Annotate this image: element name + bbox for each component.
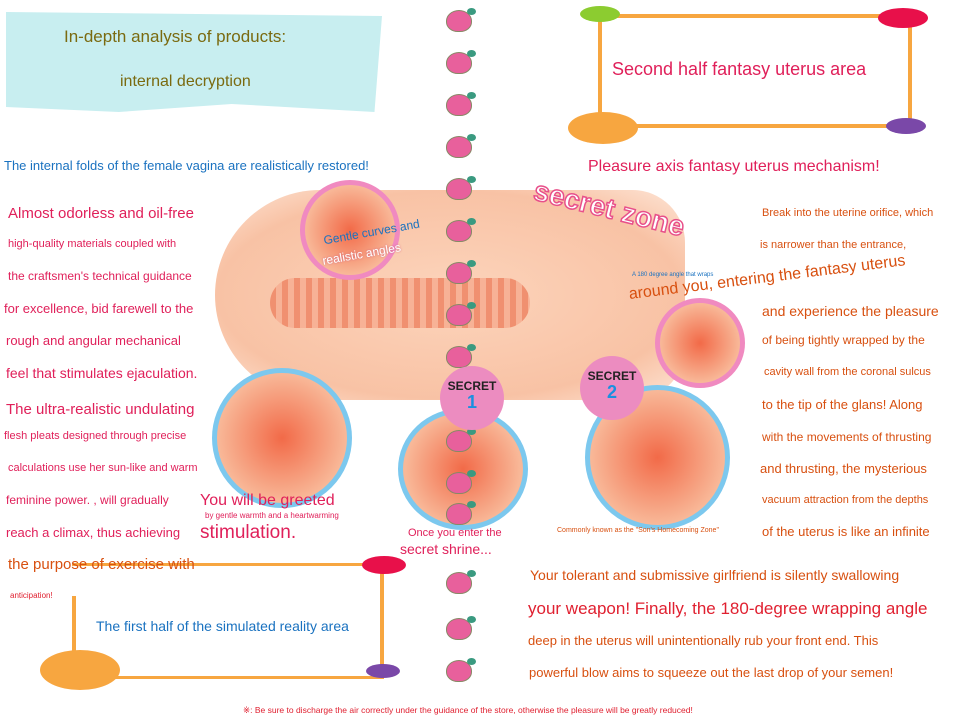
footer-note: ※: Be sure to discharge the air correctl… bbox=[243, 705, 693, 715]
purple-splat-bottom bbox=[366, 664, 400, 678]
strawberry-icon bbox=[446, 260, 476, 284]
strawberry-icon bbox=[446, 176, 476, 200]
text-line: Almost odorless and oil-free bbox=[8, 205, 194, 222]
right-area-title: Second half fantasy uterus area bbox=[612, 59, 867, 79]
strawberry-icon bbox=[446, 218, 476, 242]
strawberry-icon bbox=[446, 134, 476, 158]
text-line: to the tip of the glans! Along bbox=[762, 397, 923, 412]
product-channel bbox=[270, 278, 530, 328]
text-line: the craftsmen's technical guidance bbox=[8, 269, 192, 283]
detail-circle-1 bbox=[212, 368, 352, 508]
text-line: Break into the uterine orifice, which bbox=[762, 207, 934, 219]
orange-splat bbox=[568, 112, 638, 144]
greeted: You will be greeted bbox=[200, 492, 335, 509]
enter-1: Once you enter the bbox=[408, 527, 502, 539]
text-line: rough and angular mechanical bbox=[6, 333, 181, 348]
text-line: of being tightly wrapped by the bbox=[762, 333, 925, 347]
text-line: feel that stimulates ejaculation. bbox=[6, 365, 198, 381]
homecoming: Commonly known as the "Son's Homecoming … bbox=[557, 527, 719, 534]
text-line: flesh pleats designed through precise bbox=[4, 430, 187, 442]
text-line: anticipation! bbox=[10, 591, 53, 600]
red-splat-bottom bbox=[362, 556, 406, 574]
bottom-left-title: The first half of the simulated reality … bbox=[96, 618, 349, 634]
text-line: and experience the pleasure bbox=[762, 303, 939, 319]
text-line: vacuum attraction from the depths bbox=[762, 494, 929, 506]
enter-2: secret shrine... bbox=[400, 541, 492, 557]
orange-splat-bottom bbox=[40, 650, 120, 690]
text-line: your weapon! Finally, the 180-degree wra… bbox=[528, 599, 928, 618]
text-line: is narrower than the entrance, bbox=[760, 239, 907, 251]
strawberry-icon bbox=[446, 501, 476, 525]
text-line: of the uterus is like an infinite bbox=[762, 524, 930, 539]
strawberry-icon bbox=[446, 570, 476, 594]
strawberry-icon bbox=[446, 302, 476, 326]
intro-right: Pleasure axis fantasy uterus mechanism! bbox=[588, 158, 880, 175]
text-line: for excellence, bid farewell to the bbox=[4, 301, 194, 316]
strawberry-icon bbox=[446, 50, 476, 74]
red-splat bbox=[878, 8, 928, 28]
green-splat bbox=[580, 6, 620, 22]
text-line: high-quality materials coupled with bbox=[8, 238, 177, 250]
strawberry-icon bbox=[446, 428, 476, 452]
text-line: deep in the uterus will unintentionally … bbox=[528, 633, 879, 648]
header-subtitle: internal decryption bbox=[120, 73, 251, 90]
text-line: calculations use her sun-like and warm bbox=[8, 462, 198, 474]
text-line: powerful blow aims to squeeze out the la… bbox=[529, 665, 894, 680]
text-line: reach a climax, thus achieving bbox=[6, 525, 181, 540]
text-line: feminine power. , will gradually bbox=[6, 493, 169, 507]
top-right-frame-right bbox=[908, 14, 912, 128]
purple-splat bbox=[886, 118, 926, 134]
header-banner bbox=[6, 12, 382, 112]
strawberry-icon bbox=[446, 470, 476, 494]
greeted-small: by gentle warmth and a heartwarming bbox=[205, 511, 339, 520]
detail-circle-top bbox=[300, 180, 400, 280]
bottom-left-frame bbox=[72, 563, 384, 679]
text-line: the purpose of exercise with bbox=[8, 556, 195, 573]
header-title: In-depth analysis of products: bbox=[64, 27, 287, 46]
text-line: and thrusting, the mysterious bbox=[760, 461, 927, 476]
text-line: cavity wall from the coronal sulcus bbox=[764, 366, 931, 378]
stimulation: stimulation. bbox=[200, 522, 297, 543]
detail-circle-right bbox=[655, 298, 745, 388]
strawberry-icon bbox=[446, 344, 476, 368]
strawberry-icon bbox=[446, 92, 476, 116]
bottom-left-frame-left bbox=[72, 596, 76, 676]
intro-left: The internal folds of the female vagina … bbox=[4, 158, 369, 173]
top-right-frame-bottom bbox=[600, 124, 910, 128]
text-line: Your tolerant and submissive girlfriend … bbox=[530, 567, 900, 583]
text-line: with the movements of thrusting bbox=[762, 430, 932, 444]
strawberry-icon bbox=[446, 8, 476, 32]
text-line: The ultra-realistic undulating bbox=[6, 401, 195, 418]
wrap-small: A 180 degree angle that wraps bbox=[632, 272, 714, 278]
strawberry-icon bbox=[446, 616, 476, 640]
top-right-frame bbox=[598, 14, 912, 128]
strawberry-icon bbox=[446, 658, 476, 682]
